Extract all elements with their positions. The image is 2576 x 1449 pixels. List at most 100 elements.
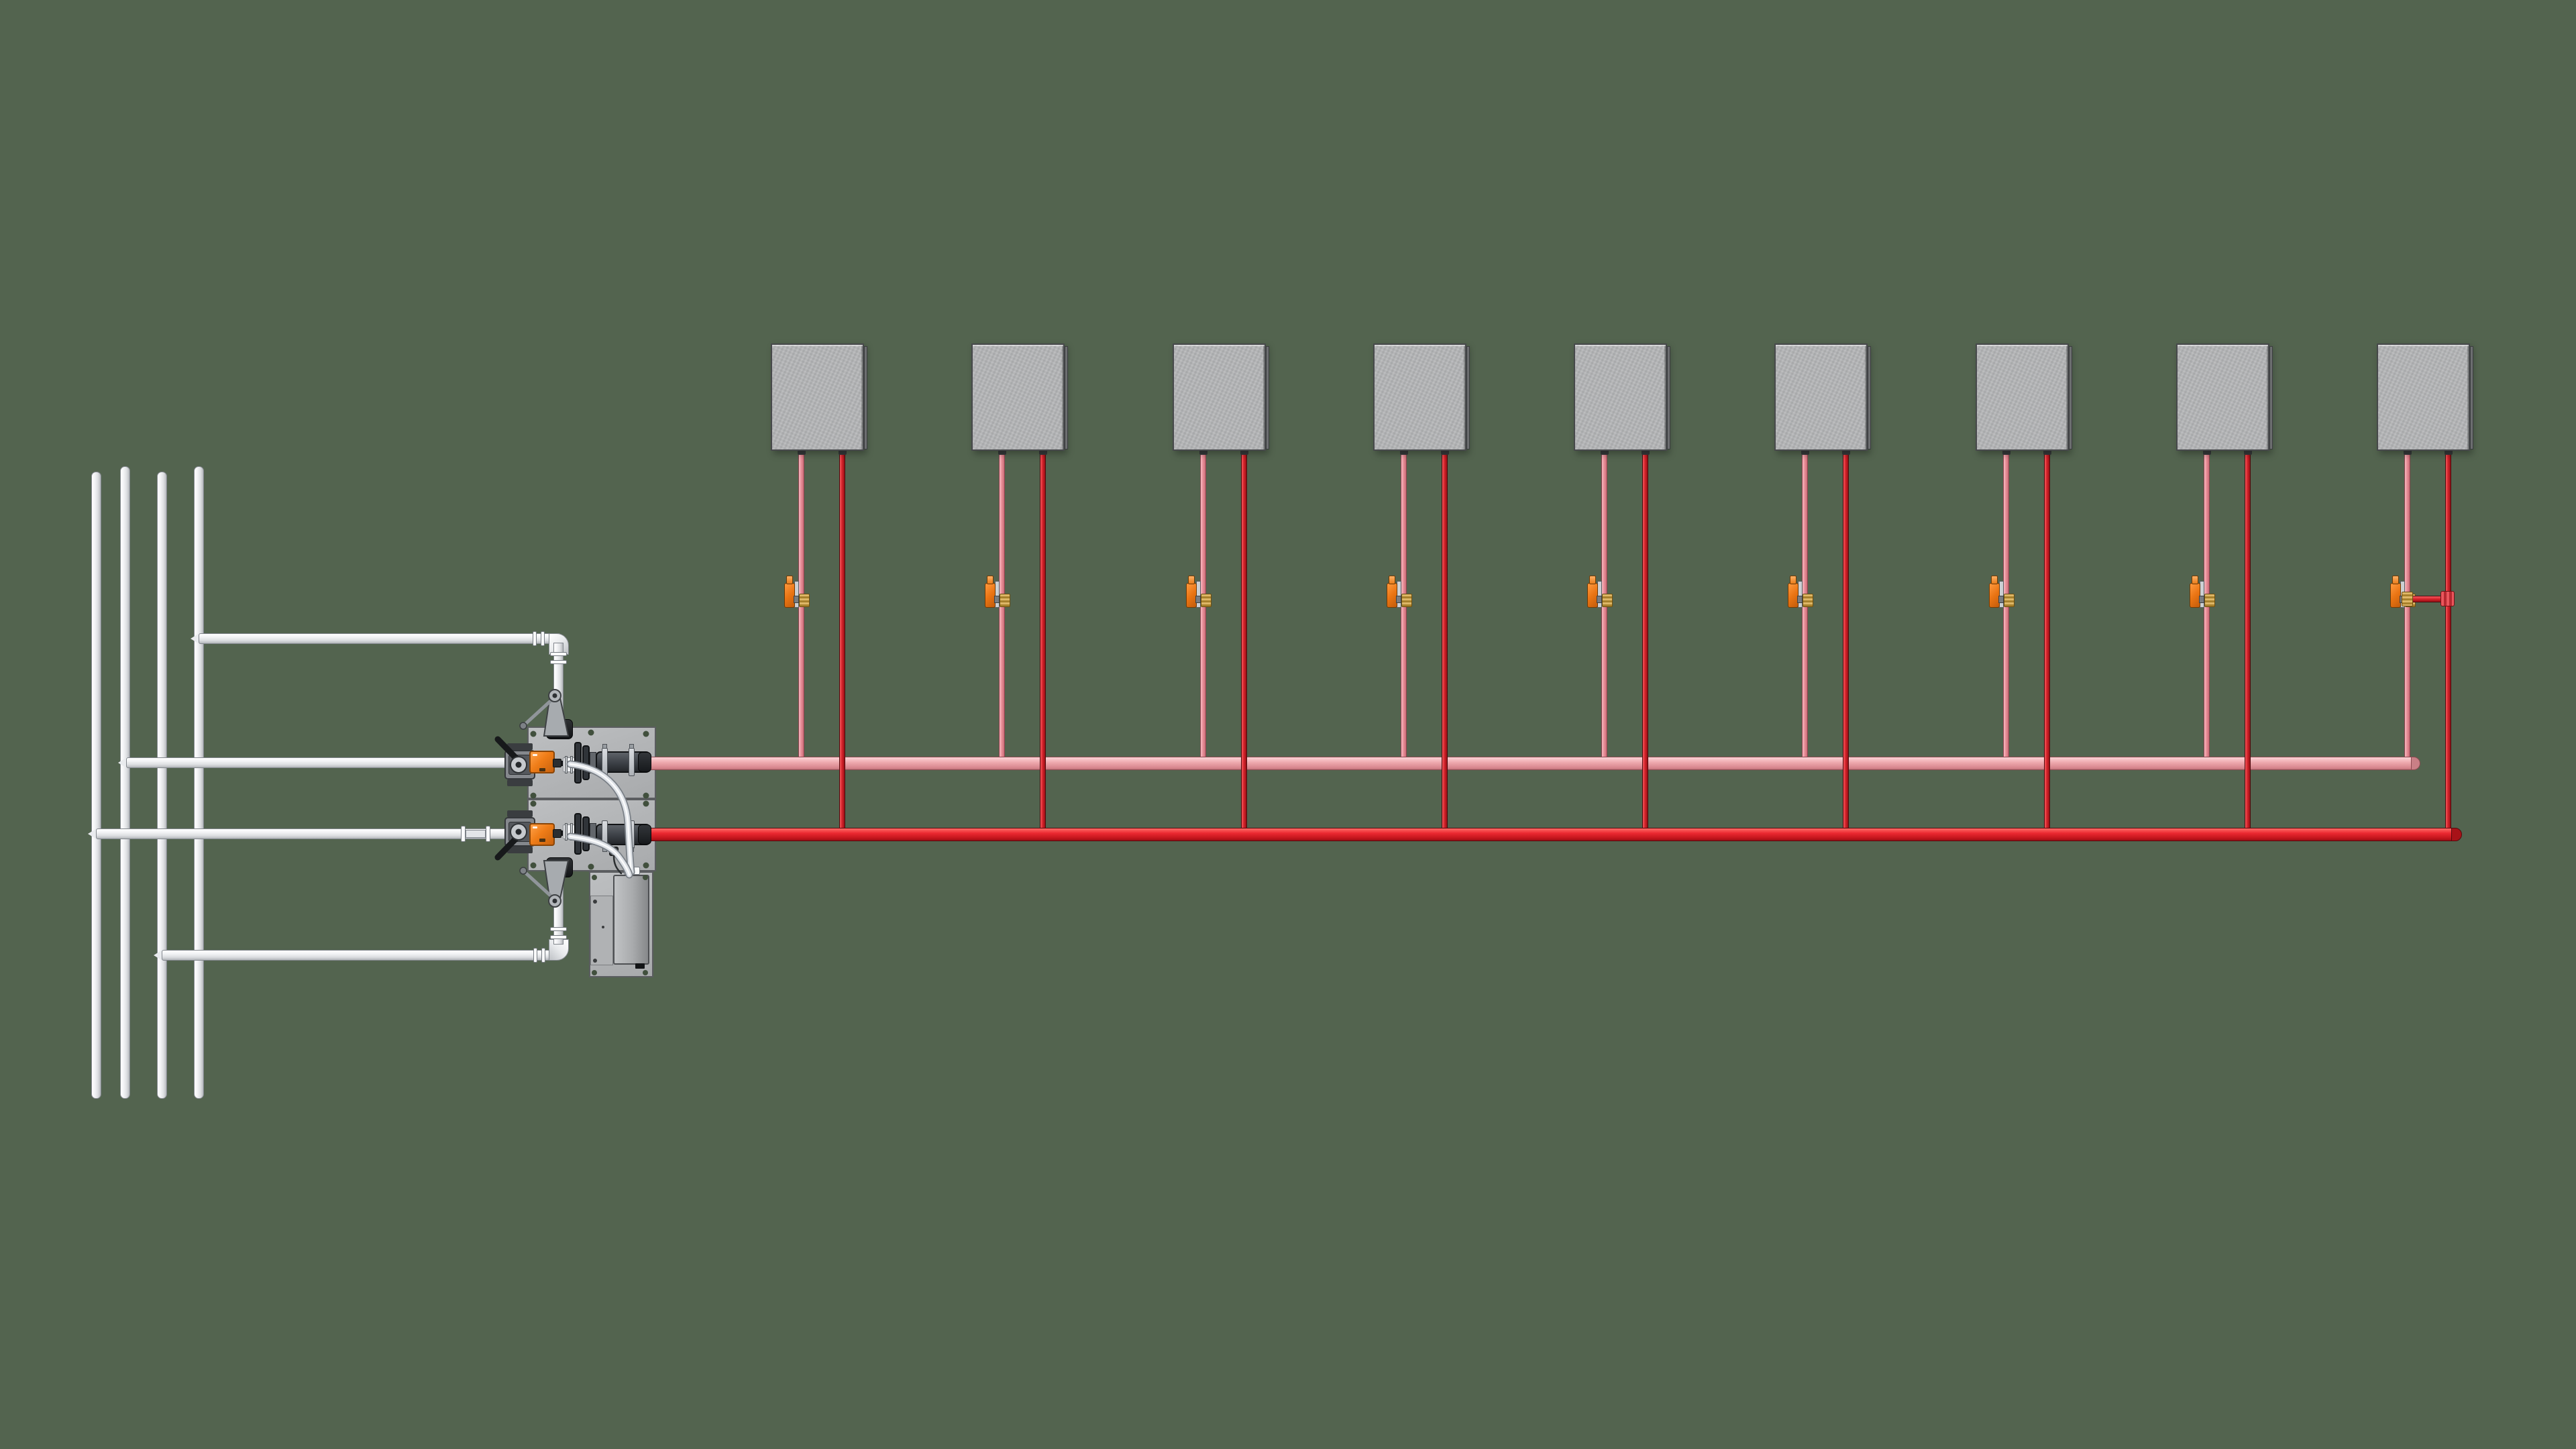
feed-pipe-3 xyxy=(96,828,514,839)
feed-pipe-4-union-ring-b xyxy=(541,948,545,963)
feed-pipe-4-union-ring-a xyxy=(533,948,537,963)
return-motor-end-cap xyxy=(638,824,651,845)
panel-2 xyxy=(971,343,1065,451)
return-hose-clamp-b xyxy=(570,823,573,841)
feed-pipe-4-end-cap xyxy=(154,950,162,961)
feed-pipe-3-union-ring-a xyxy=(461,826,466,842)
control-box-bracket xyxy=(590,896,613,965)
supply-manifold xyxy=(647,757,2419,770)
supply-pipe-collar xyxy=(546,719,573,739)
return-motor-clamp-b xyxy=(629,820,635,849)
drop-valve-union-4 xyxy=(1401,594,1412,607)
drop-valve-union-6 xyxy=(1802,594,1813,607)
supply-actuator-slot xyxy=(539,768,545,771)
end-crossover-coupling xyxy=(2440,591,2455,606)
supply-hose-clamp-a xyxy=(565,756,568,773)
panel-9 xyxy=(2377,343,2470,451)
drop-valve-stem-6 xyxy=(1796,596,1803,603)
drop-valve-union-5 xyxy=(1601,594,1613,607)
feed-pipe-4-riser xyxy=(553,876,564,945)
control-box-foot xyxy=(635,963,645,969)
return-valve-stud-bottom xyxy=(507,847,533,853)
drop-valve-backplate-8 xyxy=(2199,581,2204,608)
return-drop-7 xyxy=(2044,447,2050,832)
return-drop-2 xyxy=(1040,447,1046,832)
riser-union-ring-a xyxy=(550,927,567,931)
drop-valve-backplate-5 xyxy=(1597,581,1602,608)
feed-pipe-2-end-cap xyxy=(118,757,127,768)
drop-valve-backplate-6 xyxy=(1797,581,1803,608)
feed-pipe-4 xyxy=(162,950,550,961)
panel-1 xyxy=(771,343,864,451)
return-drop-8 xyxy=(2245,447,2251,832)
panel-side-edge-8 xyxy=(2269,346,2273,449)
drop-valve-backplate-1 xyxy=(794,581,799,608)
panel-side-edge-1 xyxy=(864,346,867,449)
drop-valve-cap-3 xyxy=(1187,576,1195,584)
return-drop-5 xyxy=(1642,447,1648,832)
riser-pipe-3 xyxy=(157,472,167,1099)
panel-5 xyxy=(1574,343,1667,451)
supply-hose-clamp-b xyxy=(570,756,573,773)
drop-valve-cap-1 xyxy=(786,576,793,584)
drop-valve-stem-4 xyxy=(1395,596,1401,603)
return-hose-clamp-a xyxy=(565,823,568,841)
drop-valve-cap-5 xyxy=(1589,576,1596,584)
drop-valve-stem-8 xyxy=(2198,596,2204,603)
return-valve-stud-top xyxy=(507,810,533,817)
feed-pipe-3-end-cap xyxy=(88,828,97,839)
cable-gland xyxy=(609,847,619,856)
panel-side-edge-7 xyxy=(2069,346,2072,449)
drop-valve-stem-2 xyxy=(994,596,1000,603)
drop-valve-union-8 xyxy=(2204,594,2215,607)
supply-valve-stud-top xyxy=(507,743,533,750)
panel-side-edge-9 xyxy=(2470,346,2473,449)
return-pump-flange-b xyxy=(582,816,590,851)
riser-pipe-4 xyxy=(194,466,204,1099)
supply-manual-valve-face xyxy=(508,755,531,775)
return-manifold xyxy=(647,828,2461,841)
drop-valve-cap-2 xyxy=(986,576,994,584)
panel-side-edge-5 xyxy=(1667,346,1670,449)
panel-side-edge-4 xyxy=(1466,346,1470,449)
return-actuator-slot xyxy=(539,839,545,842)
return-pump-flange-a xyxy=(574,813,582,855)
drop-valve-stem-5 xyxy=(1596,596,1602,603)
return-manual-valve-face xyxy=(508,822,531,842)
supply-motor-clamp-a xyxy=(602,748,608,776)
drop-valve-stem-1 xyxy=(793,596,799,603)
supply-actuator-label xyxy=(533,754,537,756)
supply-pump-flange-b xyxy=(582,745,590,780)
drop-valve-cap-4 xyxy=(1388,576,1395,584)
return-pipe-collar xyxy=(546,857,573,877)
drop-valve-cap-6 xyxy=(1789,576,1796,584)
panel-8 xyxy=(2176,343,2269,451)
riser-pipe-1 xyxy=(91,472,101,1099)
feed-pipe-1-union-ring-a xyxy=(533,631,537,646)
return-motor-clamp-a xyxy=(602,820,608,849)
control-box-hose-port-b xyxy=(633,867,640,875)
panel-side-edge-3 xyxy=(1266,346,1269,449)
feed-pipe-1-union-ring-b xyxy=(541,631,545,646)
end-crossover-tee xyxy=(2402,592,2413,606)
feed-pipe-3-union-sleeve xyxy=(466,830,486,838)
return-manifold-end-cap xyxy=(2451,828,2462,841)
riser-union-ring-b xyxy=(550,935,567,939)
drop-valve-union-3 xyxy=(1200,594,1212,607)
drop-valve-union-1 xyxy=(798,594,810,607)
feed-pipe-3-union-ring-b xyxy=(486,826,490,842)
supply-motor-clamp-b xyxy=(629,748,635,776)
drop-valve-backplate-3 xyxy=(1195,581,1201,608)
feed-pipe-2 xyxy=(126,757,514,768)
supply-valve-stud-bottom xyxy=(507,780,533,786)
drop-valve-backplate-7 xyxy=(1998,581,2004,608)
supply-motor-end-cap xyxy=(638,752,651,772)
downcomer-union-ring-b xyxy=(550,660,567,664)
drop-valve-cap-8 xyxy=(2191,576,2198,584)
supply-pump-flange-a xyxy=(574,742,582,784)
return-drop-6 xyxy=(1843,447,1849,832)
panel-4 xyxy=(1373,343,1466,451)
supply-motor-clamp-a-screw xyxy=(602,744,607,749)
return-motor-clamp-b-screw xyxy=(629,847,634,852)
